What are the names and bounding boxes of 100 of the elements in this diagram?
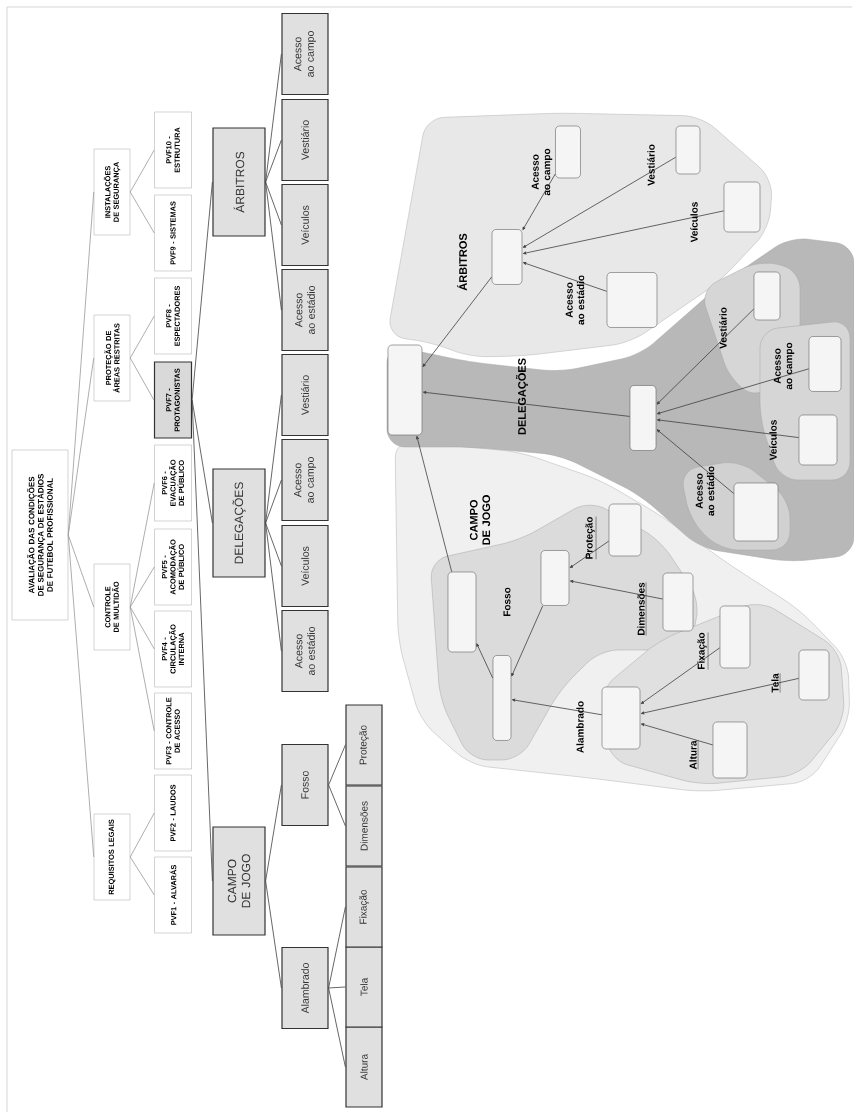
connector-line bbox=[191, 399, 213, 524]
connector-line bbox=[129, 606, 155, 650]
region-label: Tela bbox=[771, 673, 781, 693]
connector-line bbox=[129, 357, 155, 401]
text-block bbox=[798, 414, 838, 466]
text-block bbox=[606, 272, 658, 328]
region-label: Proteção bbox=[585, 516, 597, 560]
arrow bbox=[640, 647, 721, 705]
text-block bbox=[712, 721, 748, 779]
connector-line bbox=[328, 987, 346, 1068]
item-box: Acesso ao estádio bbox=[281, 609, 329, 693]
text-block bbox=[629, 385, 657, 451]
text-block bbox=[492, 655, 512, 741]
arrow bbox=[522, 210, 725, 255]
region-label: Acesso ao estádio bbox=[695, 466, 715, 516]
item-box: Acesso ao estádio bbox=[281, 268, 329, 352]
connector-line bbox=[191, 181, 213, 401]
text-block bbox=[719, 605, 751, 669]
region-label: Veículos bbox=[690, 202, 698, 243]
region-label: Alambrado bbox=[576, 701, 584, 753]
item-box: Fixação bbox=[345, 866, 383, 948]
connector-line bbox=[265, 181, 282, 226]
text-block bbox=[675, 125, 701, 175]
connector-line bbox=[129, 149, 155, 193]
item-box: Vestiário bbox=[281, 353, 329, 437]
arrow bbox=[569, 540, 610, 568]
group-box: ÁRBITROS bbox=[212, 127, 266, 237]
connector-line bbox=[67, 534, 95, 608]
region-label: Acesso ao campo bbox=[531, 148, 553, 196]
text-block bbox=[798, 649, 830, 701]
arrow bbox=[569, 580, 664, 600]
item-box: Tela bbox=[345, 946, 383, 1028]
connector-line bbox=[265, 784, 282, 882]
item-box: Acesso ao campo bbox=[281, 12, 329, 96]
item-box: Dimensões bbox=[345, 785, 383, 867]
region-label: Veículos bbox=[769, 420, 777, 461]
arrow bbox=[416, 435, 453, 573]
text-block bbox=[555, 125, 581, 179]
text-block bbox=[808, 336, 842, 392]
item-box: Veículos bbox=[281, 524, 329, 608]
item-box: Altura bbox=[345, 1026, 383, 1108]
text-block bbox=[662, 572, 694, 632]
arrow bbox=[656, 368, 810, 415]
arrow bbox=[656, 308, 755, 405]
region-label: CAMPO DE JOGO bbox=[469, 495, 491, 545]
item-box: Fosso bbox=[281, 743, 329, 827]
group-box: DELEGAÇÕES bbox=[212, 468, 266, 578]
arrow bbox=[422, 391, 631, 417]
text-block bbox=[601, 686, 641, 750]
connector-line bbox=[265, 522, 282, 652]
arrow bbox=[656, 418, 800, 438]
arrow bbox=[522, 173, 556, 231]
connector-line bbox=[265, 139, 282, 183]
connector-line bbox=[265, 181, 282, 311]
text-block bbox=[387, 344, 423, 436]
connector-line bbox=[67, 191, 95, 536]
arrow bbox=[656, 429, 735, 494]
connector-line bbox=[328, 986, 346, 989]
region-label: Fosso bbox=[503, 587, 511, 617]
connector-line bbox=[129, 812, 155, 858]
connector-line bbox=[129, 315, 155, 359]
text-block bbox=[723, 181, 761, 233]
text-block bbox=[447, 571, 477, 653]
region-label: Acesso ao estádio bbox=[565, 275, 585, 325]
text-block bbox=[608, 503, 642, 557]
text-block bbox=[540, 550, 570, 606]
region-label: DELEGAÇÕES bbox=[515, 358, 529, 435]
connector-line bbox=[265, 880, 282, 989]
connector-line bbox=[129, 606, 155, 732]
region-label: Vestiário bbox=[719, 307, 727, 349]
item-box: Vestiário bbox=[281, 98, 329, 182]
arrow bbox=[476, 643, 494, 679]
connector-line bbox=[129, 191, 155, 234]
arrow bbox=[422, 276, 493, 367]
region-label: Fixação bbox=[697, 632, 709, 670]
item-box: Acesso ao campo bbox=[281, 438, 329, 522]
region-label: Altura bbox=[689, 740, 699, 770]
group-box: CAMPO DE JOGO bbox=[212, 826, 266, 936]
arrow bbox=[522, 262, 608, 292]
arrow bbox=[640, 723, 714, 746]
region-label: Acesso ao campo bbox=[773, 342, 795, 390]
connector-line bbox=[191, 399, 213, 882]
region-label: Vestiário bbox=[647, 144, 655, 186]
item-box: Proteção bbox=[345, 704, 383, 786]
title-box: AVALIAÇÃO DAS CONDIÇÕES DE SEGURANÇA DE ESTÁDIOS DE FUTEBOL PROFISSIONAL bbox=[11, 449, 69, 621]
arrow bbox=[511, 605, 544, 677]
connector-line bbox=[265, 522, 282, 567]
text-block bbox=[753, 271, 781, 321]
text-block bbox=[733, 482, 779, 542]
arrow bbox=[522, 156, 677, 248]
arrow bbox=[640, 678, 800, 715]
item-box: Veículos bbox=[281, 183, 329, 267]
connector-line bbox=[328, 906, 346, 989]
region-label: Dimensões bbox=[637, 582, 647, 636]
region-label: ÁRBITROS bbox=[457, 233, 467, 291]
connector-line bbox=[265, 394, 282, 524]
text-block bbox=[491, 229, 523, 285]
item-box: Alambrado bbox=[281, 946, 329, 1030]
connector-line bbox=[265, 53, 282, 183]
connector-line bbox=[129, 566, 155, 608]
